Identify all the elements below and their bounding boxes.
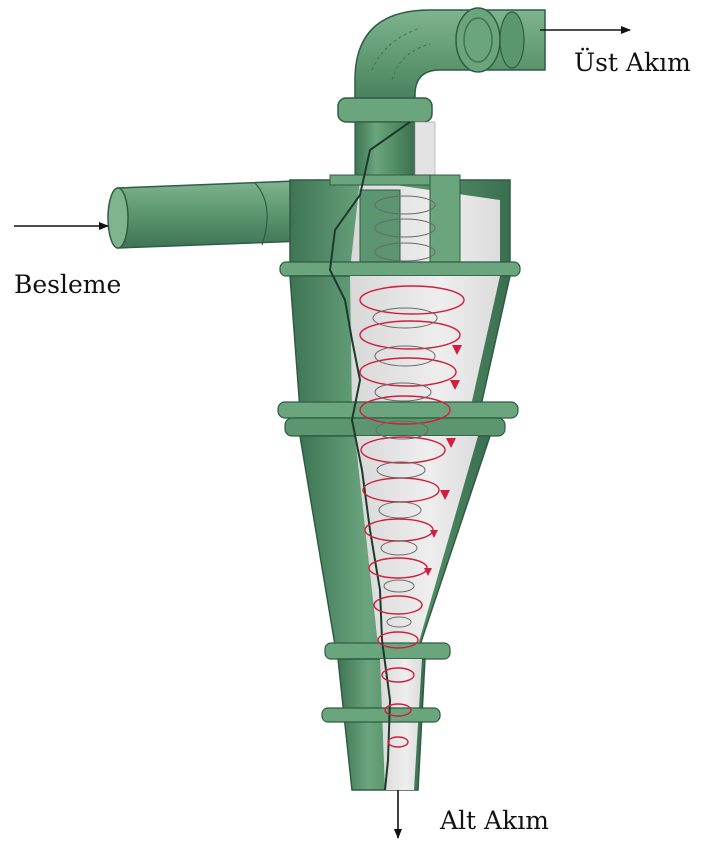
overflow-label: Üst Akım xyxy=(574,48,691,77)
cylinder-head xyxy=(280,175,520,280)
feed-label: Besleme xyxy=(14,270,121,299)
upper-cone xyxy=(278,276,518,436)
underflow-label: Alt Akım xyxy=(440,806,549,835)
lower-cone xyxy=(300,436,490,659)
vortex-finder xyxy=(355,122,435,182)
overflow-elbow-pipe xyxy=(338,8,545,122)
apex-spigot xyxy=(322,659,440,790)
